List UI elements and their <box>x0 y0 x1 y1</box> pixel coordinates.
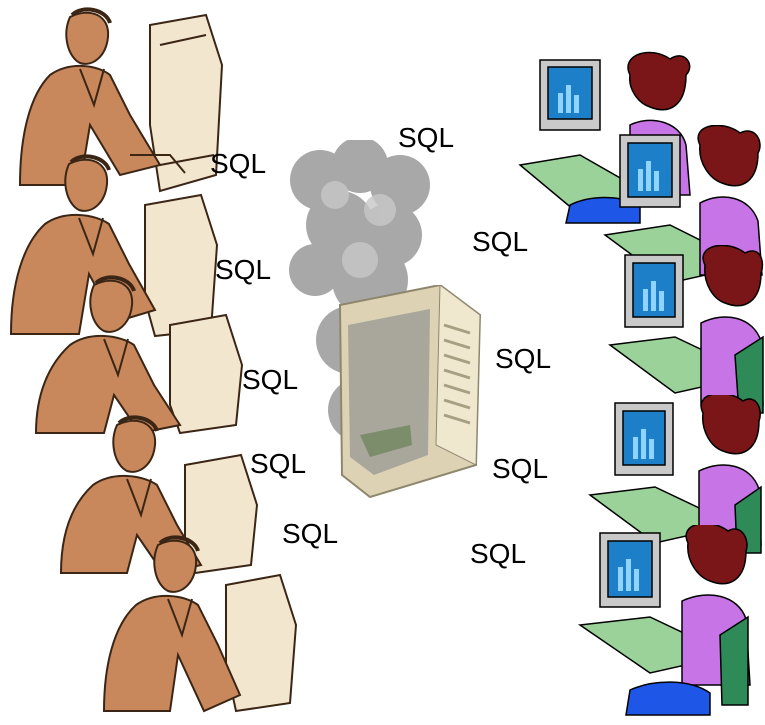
sql-label: SQL <box>398 122 455 153</box>
sql-label: SQL <box>472 226 529 257</box>
sql-label: SQL <box>210 148 267 179</box>
man-at-computer-icon <box>59 415 259 575</box>
woman-at-computer-icon <box>577 525 751 716</box>
woman-at-computer-icon <box>608 245 764 414</box>
sql-label: SQL <box>215 254 272 285</box>
server-tower-icon <box>338 285 482 499</box>
man-at-computer-icon <box>18 7 224 193</box>
sql-label: SQL <box>242 364 299 395</box>
sql-label: SQL <box>492 453 549 484</box>
sql-label: SQL <box>470 538 527 569</box>
sql-label: SQL <box>250 448 307 479</box>
sql-label: SQL <box>282 518 339 549</box>
sql-label: SQL <box>495 343 552 374</box>
man-at-computer-icon <box>102 535 298 713</box>
man-at-computer-icon <box>34 275 244 435</box>
